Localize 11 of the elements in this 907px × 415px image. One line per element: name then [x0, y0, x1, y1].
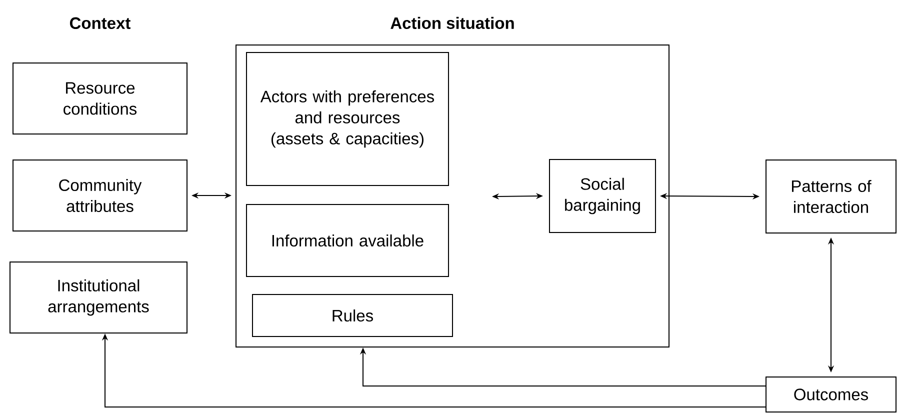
- text-box: Patterns of interaction: [766, 160, 896, 234]
- text-box: Rules: [252, 294, 453, 337]
- text-box: Social bargaining: [549, 159, 656, 233]
- node-label: Action situation: [390, 16, 514, 29]
- text-box: Outcomes: [766, 376, 896, 412]
- heading: Context: [70, 17, 130, 29]
- text-box: Information available: [246, 204, 449, 277]
- text-box: Actors with preferences and resources (assets & capacities): [246, 52, 449, 186]
- text-box: Resource conditions: [12, 62, 188, 134]
- text-box: Institutional arrangements: [10, 262, 188, 334]
- text-box: Community attributes: [12, 160, 188, 232]
